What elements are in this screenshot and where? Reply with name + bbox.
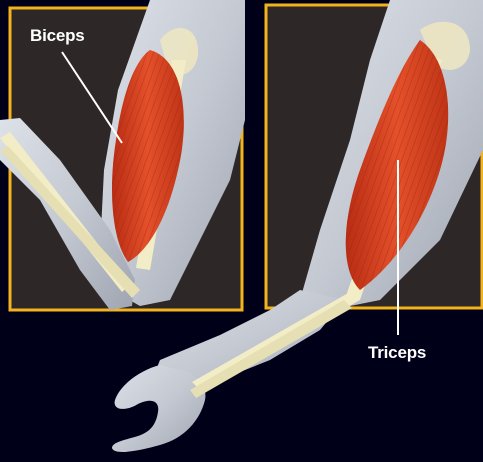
triceps-label: Triceps [368,343,426,363]
biceps-label: Biceps [30,26,85,46]
right-hand [112,365,205,452]
left-panel-biceps [0,0,245,310]
